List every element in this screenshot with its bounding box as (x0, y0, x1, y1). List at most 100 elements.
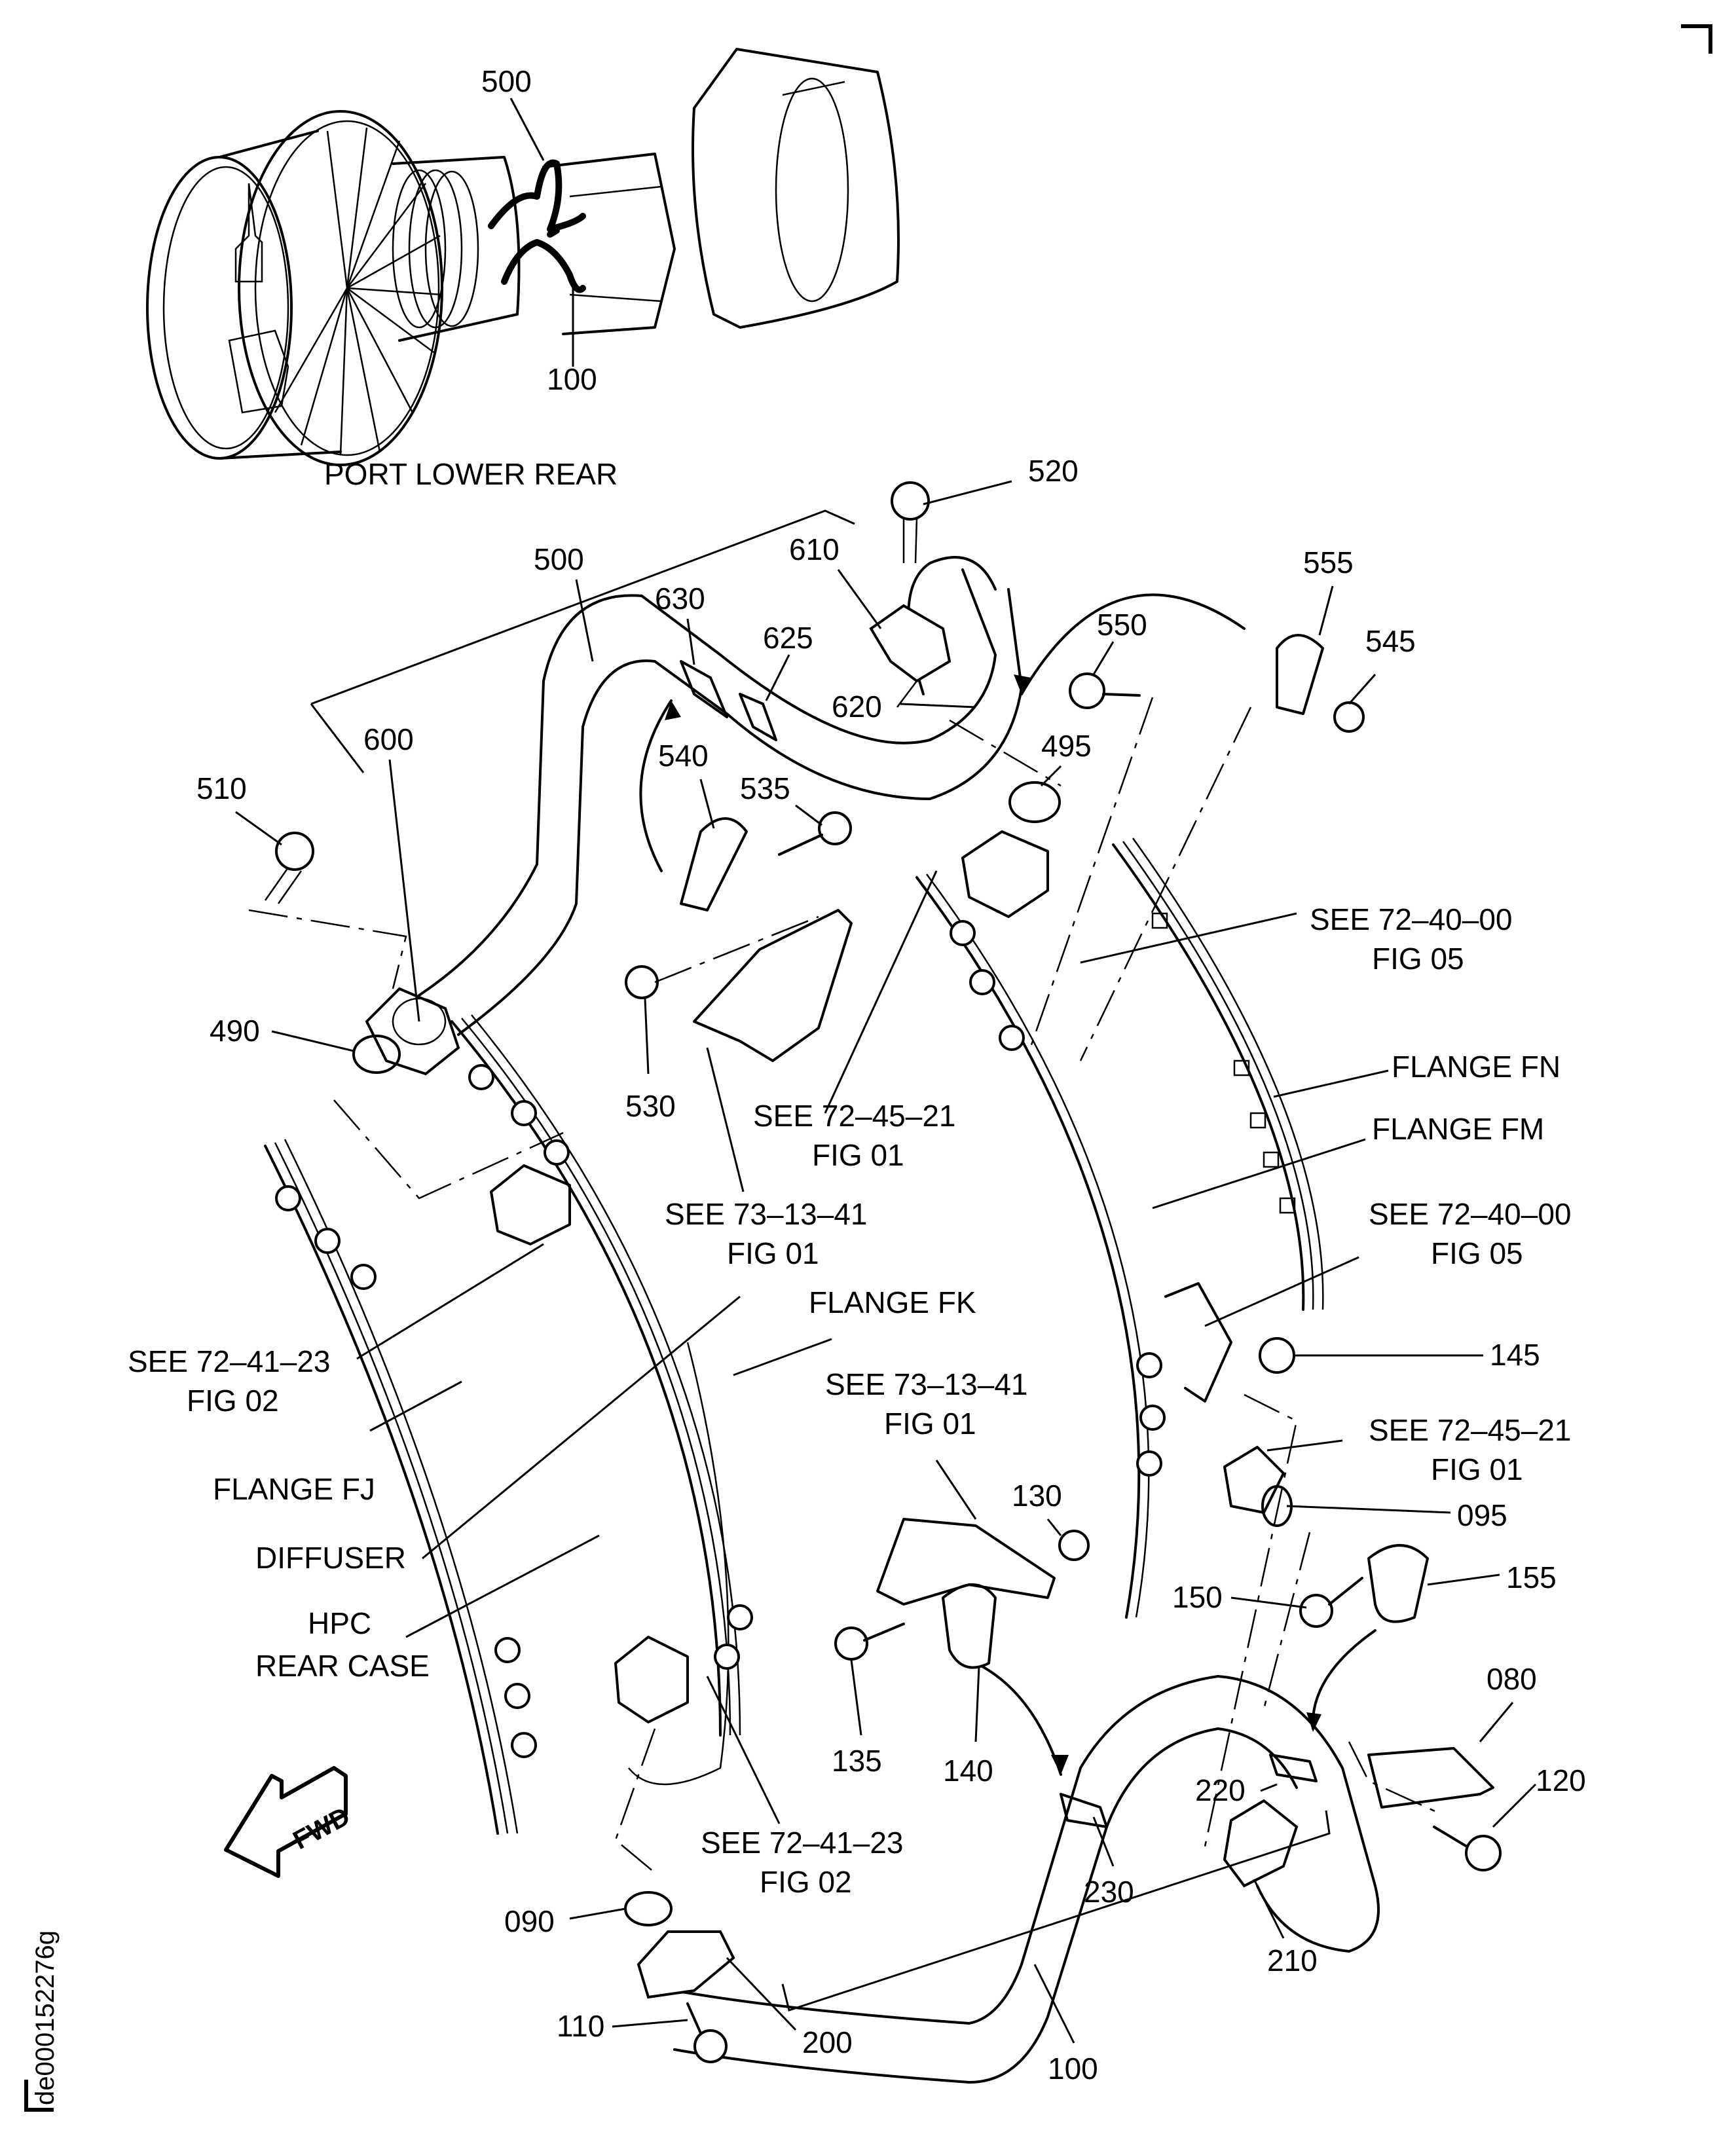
label-hpc: HPC (308, 1606, 371, 1640)
callout-550: 550 (1097, 608, 1147, 642)
reference-line2: FIG 01 (812, 1138, 904, 1172)
label-flange-fm: FLANGE FM (1372, 1112, 1544, 1146)
reference-72-41-23-lower: SEE 72–41–23 FIG 02 (701, 1826, 904, 1899)
reference-line2: FIG 02 (760, 1865, 852, 1899)
reference-line2: FIG 05 (1372, 942, 1464, 976)
callout-135: 135 (832, 1744, 882, 1778)
inset-500-leader (509, 98, 545, 161)
callout-140: 140 (943, 1754, 993, 1788)
sleeve-220 (1269, 1754, 1318, 1782)
bracket-mid-right (1164, 1282, 1232, 1403)
inset-view-label: PORT LOWER REAR (324, 457, 618, 491)
label-diffuser: DIFFUSER (255, 1541, 406, 1575)
nut-545 (1333, 701, 1365, 733)
callout-620: 620 (832, 690, 882, 724)
tube-100 (673, 1675, 1380, 2084)
callout-495: 495 (1041, 729, 1092, 763)
callout-145: 145 (1490, 1338, 1540, 1372)
seal-495 (1008, 781, 1061, 823)
reference-line1: SEE 72–45–21 (753, 1099, 956, 1133)
callout-540: 540 (658, 739, 709, 773)
callout-535: 535 (740, 771, 790, 805)
turbine-case (542, 153, 676, 335)
inset-callout-100: 100 (547, 362, 597, 396)
callout-510: 510 (196, 771, 247, 805)
callout-520: 520 (1028, 454, 1079, 488)
callout-080: 080 (1487, 1662, 1537, 1696)
reference-line1: SEE 72–45–21 (1369, 1413, 1572, 1447)
callout-530: 530 (625, 1089, 676, 1123)
label-flange-fj: FLANGE FJ (213, 1472, 375, 1506)
reference-72-45-21-lower: SEE 72–45–21 FIG 01 (1369, 1413, 1572, 1486)
clamp-155 (1367, 1544, 1429, 1623)
label-rear-case: REAR CASE (255, 1649, 430, 1683)
clamp-540 (680, 817, 748, 911)
callout-630: 630 (655, 581, 705, 616)
case-flanges (264, 837, 1324, 1835)
inset-tube-500 (488, 159, 586, 232)
alignment-line (333, 1099, 564, 1200)
sleeve-630 (680, 660, 728, 718)
install-arrow-clamp-155 (1311, 1629, 1376, 1730)
forward-arrow-icon: FWD (224, 1766, 355, 1878)
reference-73-13-41-upper: SEE 73–13–41 FIG 01 (665, 1197, 868, 1270)
seal-090 (624, 1891, 673, 1926)
bolt-520 (891, 481, 930, 564)
reference-72-41-23-left: SEE 72–41–23 FIG 02 (128, 1344, 331, 1418)
accessory-gearbox (228, 329, 289, 414)
callout-220: 220 (1195, 1773, 1246, 1807)
reference-73-13-41-lower: SEE 73–13–41 FIG 01 (825, 1367, 1028, 1441)
bolt-120 (1433, 1826, 1502, 1871)
reference-72-40-00-upper: SEE 72–40–00 FIG 05 (1310, 902, 1513, 976)
alignment-line (614, 1728, 656, 1873)
callout-090: 090 (504, 1904, 555, 1938)
sleeve-230 (1060, 1793, 1108, 1828)
callout-120: 120 (1536, 1763, 1586, 1797)
flange-610 (869, 604, 951, 683)
sleeve-625 (739, 693, 777, 741)
reference-line1: SEE 72–41–23 (128, 1344, 331, 1378)
bolt-535 (778, 811, 852, 856)
callout-095: 095 (1457, 1498, 1507, 1532)
bolt-510 (264, 832, 314, 904)
component-labels: FLANGE FN FLANGE FM FLANGE FK FLANGE FJ … (213, 1050, 1561, 1683)
reference-line1: SEE 72–40–00 (1369, 1197, 1572, 1231)
callout-555: 555 (1303, 545, 1354, 579)
install-arrow-clamp-540 (639, 699, 673, 872)
seal-490 (352, 1035, 401, 1074)
document-id: de000152276g (31, 1930, 60, 2105)
reference-line2: FIG 05 (1431, 1236, 1523, 1270)
callout-610: 610 (789, 532, 840, 566)
callout-130: 130 (1012, 1479, 1062, 1513)
alignment-line (1027, 697, 1154, 1055)
callout-490: 490 (210, 1014, 260, 1048)
clamp-140 (942, 1583, 997, 1669)
nut-130 (1058, 1530, 1090, 1561)
nut-530 (625, 965, 659, 999)
alignment-line (654, 915, 819, 984)
alignment-line (1204, 1393, 1298, 1847)
callout-155: 155 (1506, 1560, 1557, 1594)
flange-200 (637, 1930, 735, 1999)
flange-fj-arc (264, 1145, 499, 1835)
flange-fn-arc (1112, 843, 1305, 1311)
callout-545: 545 (1365, 624, 1416, 658)
clamp-555 (1276, 634, 1324, 715)
reference-line2: FIG 01 (884, 1407, 976, 1441)
reference-line1: SEE 73–13–41 (665, 1197, 868, 1231)
bracket-upper (693, 909, 853, 1062)
callout-110: 110 (557, 2009, 604, 2043)
alignment-line (1263, 1532, 1311, 1710)
boss-upper (961, 830, 1049, 918)
callout-230: 230 (1084, 1875, 1134, 1909)
assembly-bracket-100 (781, 1810, 1331, 2012)
tube-500 (418, 568, 1023, 1036)
corner-mark-top-right (1681, 24, 1712, 54)
reference-notes: SEE 72–40–00 FIG 05 SEE 72–45–21 FIG 01 … (128, 902, 1572, 1899)
alignment-line (248, 909, 407, 989)
reference-line1: SEE 72–40–00 (1310, 902, 1513, 936)
core-case (392, 156, 521, 342)
boss-diffuser (490, 1164, 571, 1245)
callout-500: 500 (534, 542, 584, 576)
